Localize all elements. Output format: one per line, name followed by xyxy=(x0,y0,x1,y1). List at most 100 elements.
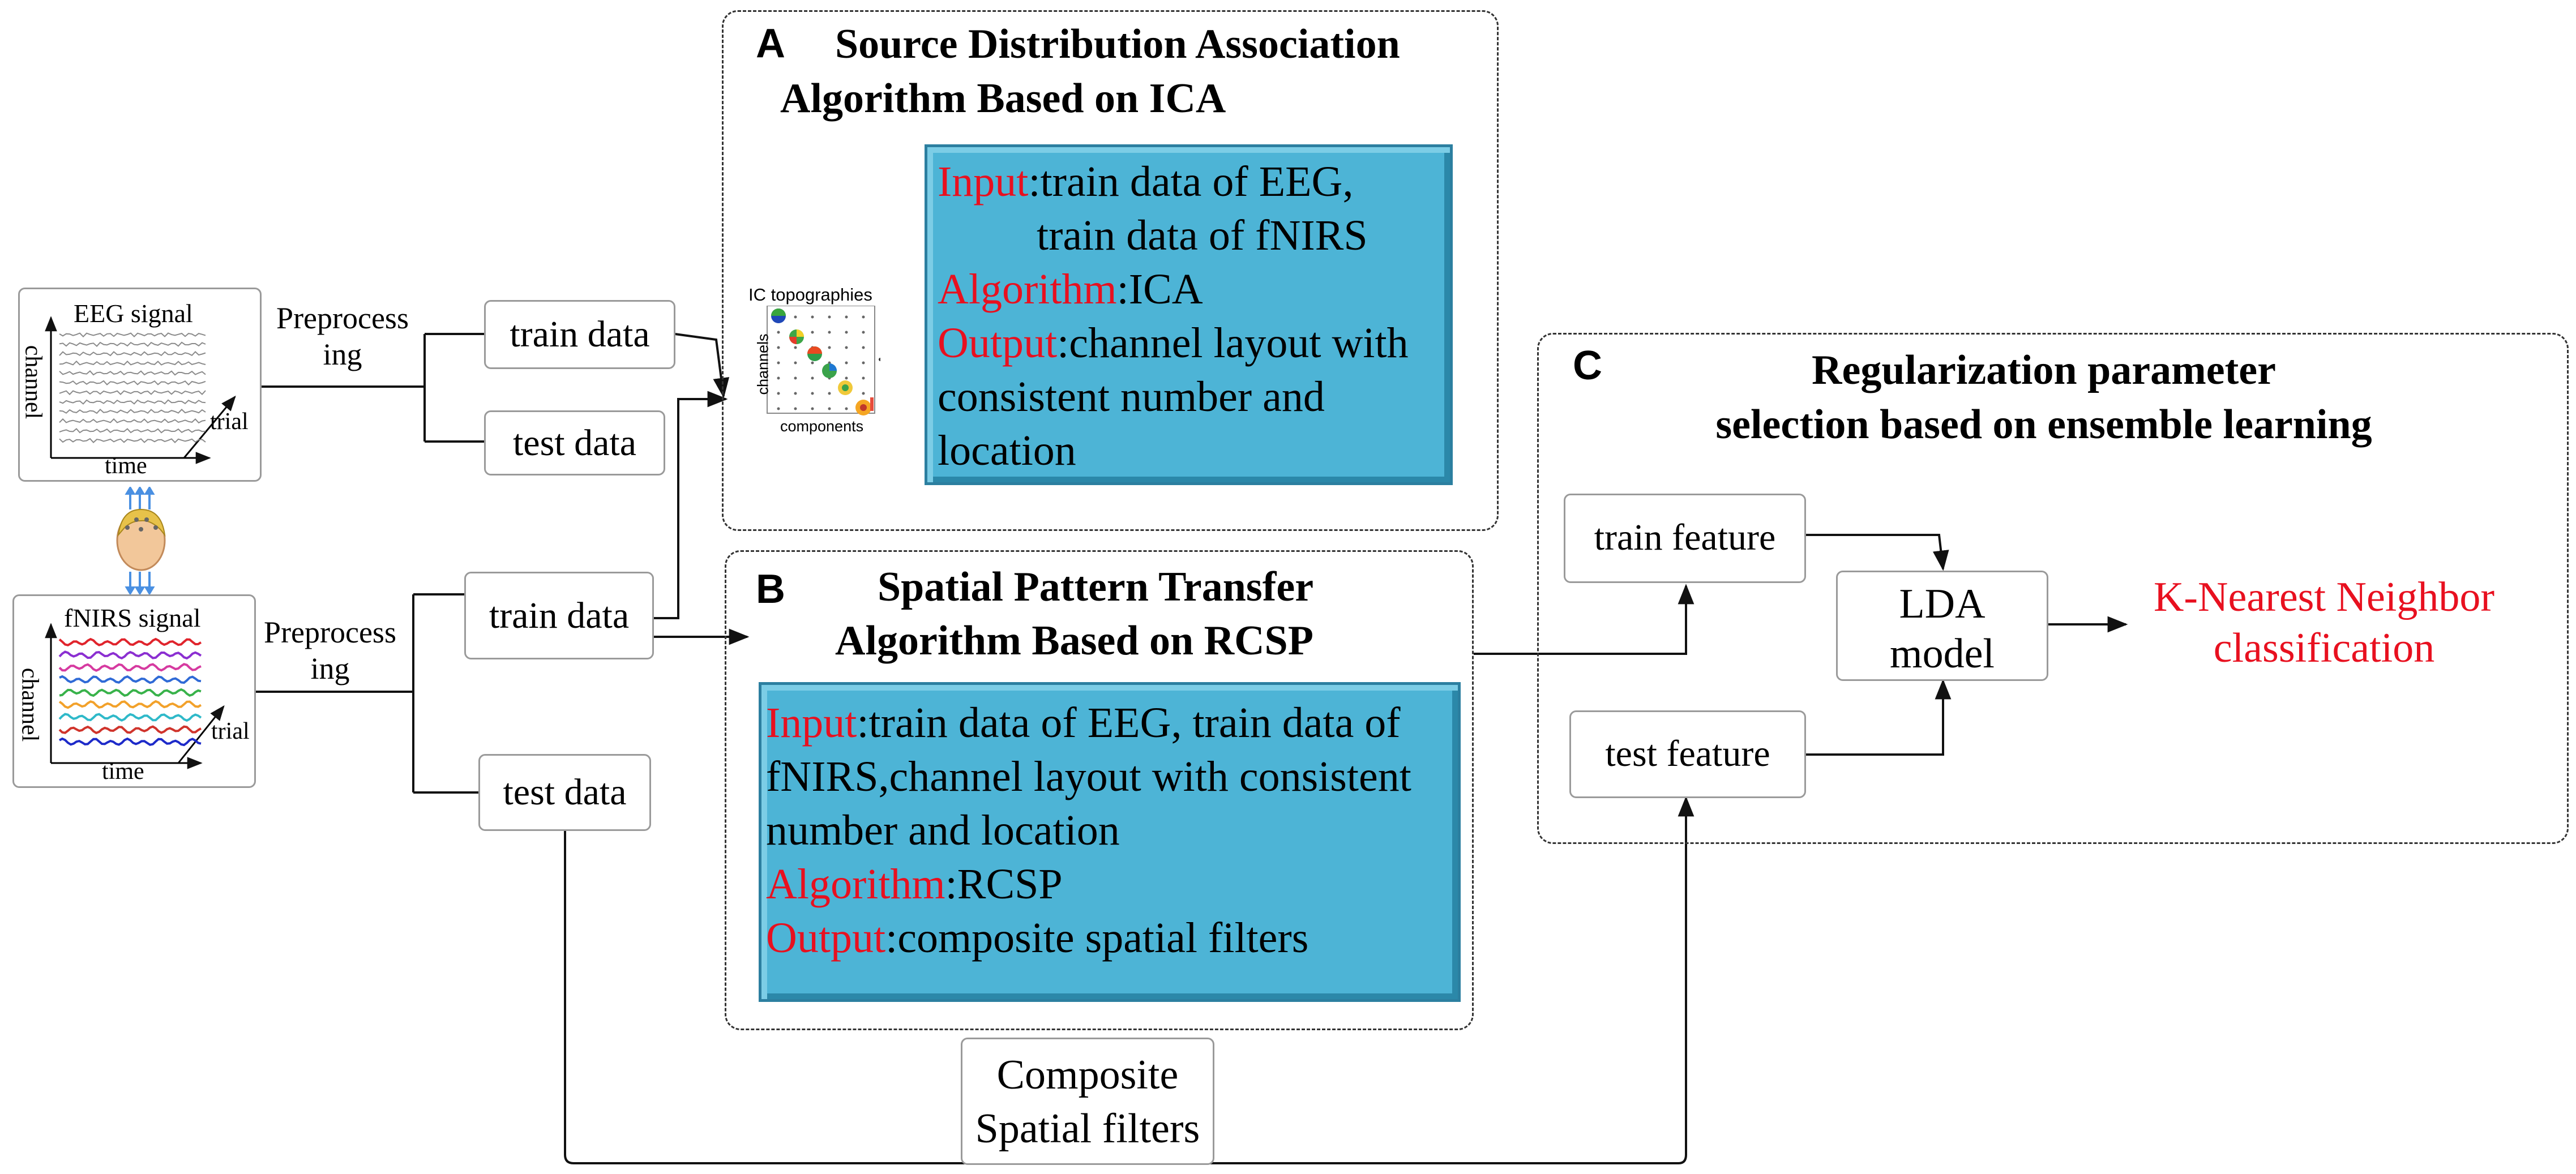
eeg-signal-title: EEG signal xyxy=(74,299,193,328)
eeg-trace xyxy=(59,428,206,434)
section-a-output-value1: :channel layout with xyxy=(1057,319,1409,367)
eeg-signal-panel: EEG signal channel time trial xyxy=(18,288,262,482)
section-a-output-label: Output xyxy=(938,319,1058,367)
ic-grid-dot xyxy=(828,392,831,395)
section-a-output-value2: consistent number and xyxy=(938,373,1325,421)
ic-grid-dot xyxy=(811,392,814,395)
section-b-algorithm-box: Input:train data of EEG, train data of f… xyxy=(759,682,1461,1002)
section-a-output-value3: location xyxy=(938,427,1076,474)
ic-grid-dot xyxy=(862,376,865,380)
fnirs-preprocess-line2: ing xyxy=(310,652,350,685)
fnirs-trace xyxy=(59,675,202,684)
ic-components-axis-label: components xyxy=(780,418,864,435)
eeg-waveform-plot xyxy=(45,316,236,464)
fnirs-channel-axis-label: channel xyxy=(16,667,43,742)
test-feature-label: test feature xyxy=(1605,733,1770,774)
fnirs-train-data-label: train data xyxy=(489,595,630,636)
ic-channels-axis-label: channels xyxy=(754,333,772,395)
section-b-output-row: Output:composite spatial filters xyxy=(766,911,1411,965)
section-a-algorithm-box: Input:train data of EEG, train data of f… xyxy=(925,144,1453,485)
ic-grid-dot xyxy=(845,376,848,380)
ic-grid-dot xyxy=(828,315,831,319)
section-b-input-value2: fNIRS,channel layout with consistent xyxy=(766,753,1411,800)
fnirs-test-data-box: test data xyxy=(478,754,651,831)
section-a-algorithm-text: Input:train data of EEG, train data of f… xyxy=(938,155,1409,478)
composite-spatial-filters-box: Composite Spatial filters xyxy=(961,1038,1214,1165)
ic-grid-dot xyxy=(828,331,831,334)
section-a-title-line2: Algorithm Based on ICA xyxy=(780,75,1226,122)
section-b-output-value: :composite spatial filters xyxy=(885,914,1309,962)
eeg-test-data-box: test data xyxy=(484,410,665,475)
eeg-trial-axis-label: trial xyxy=(210,409,249,435)
eeg-channel-axis-label: channel xyxy=(20,345,46,419)
fnirs-signal-title: fNIRS signal xyxy=(64,603,201,632)
ic-grid-dot xyxy=(862,346,865,349)
composite-filters-line1: Composite xyxy=(996,1052,1179,1098)
section-c-letter: C xyxy=(1573,343,1602,388)
section-b-input-value3: number and location xyxy=(766,807,1120,854)
train-feature-label: train feature xyxy=(1594,517,1776,558)
ic-grid-dot xyxy=(794,346,797,349)
eeg-preprocess-line2: ing xyxy=(323,337,362,371)
ic-grid-dot xyxy=(828,346,831,349)
eeg-preprocess-line1: Preprocess xyxy=(276,301,409,335)
ic-grid-dot xyxy=(777,392,780,395)
ic-grid-dot xyxy=(811,407,814,410)
ic-grid-dot xyxy=(862,331,865,334)
section-b-algorithm-text: Input:train data of EEG, train data of f… xyxy=(766,696,1411,965)
section-c-title-line2: selection based on ensemble learning xyxy=(1715,401,2372,448)
fnirs-trace xyxy=(59,737,202,747)
fnirs-trace xyxy=(58,650,202,660)
eeg-trace xyxy=(59,350,206,357)
test-feature-box: test feature xyxy=(1569,710,1806,798)
ic-grid-dot xyxy=(845,331,848,334)
ic-grid-dot xyxy=(862,315,865,319)
fnirs-trace xyxy=(58,663,202,672)
ic-grid-dot xyxy=(811,376,814,380)
ic-grid-dot xyxy=(862,392,865,395)
eeg-trace xyxy=(59,418,206,424)
knn-result-line1: K-Nearest Neighbor xyxy=(2153,574,2495,620)
lda-model-line1: LDA xyxy=(1899,581,1986,627)
fnirs-time-axis-label: time xyxy=(102,759,144,785)
section-b-letter: B xyxy=(756,567,785,612)
ic-grid-dot xyxy=(794,315,797,319)
fnirs-test-data-label: test data xyxy=(503,772,627,813)
ic-grid-dot xyxy=(811,331,814,334)
ic-grid-dot xyxy=(777,361,780,365)
fnirs-trace xyxy=(59,688,202,697)
ic-grid-dot xyxy=(777,376,780,380)
ic-grid-dot xyxy=(777,331,780,334)
section-b-algorithm-value: :RCSP xyxy=(945,860,1063,908)
fnirs-trial-axis-label: trial xyxy=(211,718,250,744)
eeg-trace xyxy=(59,390,206,396)
ic-grid-dot xyxy=(828,407,831,410)
head-electrode-icon xyxy=(116,487,166,594)
section-a-title-line1: Source Distribution Association xyxy=(835,21,1400,67)
ic-grid-dot xyxy=(777,407,780,410)
section-a-input-value1: :train data of EEG, xyxy=(1028,158,1354,205)
fnirs-trace xyxy=(58,725,202,735)
ic-grid-dot xyxy=(845,346,848,349)
section-a-output-row: Output:channel layout with xyxy=(938,316,1409,370)
ic-grid-dot xyxy=(794,361,797,365)
eeg-trace xyxy=(59,341,206,348)
section-a-algorithm-row: Algorithm:ICA xyxy=(938,263,1409,316)
ic-grid-dot xyxy=(845,315,848,319)
section-a-input-value2: train data of fNIRS xyxy=(1037,212,1368,259)
section-a-letter: A xyxy=(756,21,785,66)
eeg-trace xyxy=(59,380,206,386)
section-b-input-row: Input:train data of EEG, train data of xyxy=(766,696,1411,750)
section-b-title-line1: Spatial Pattern Transfer xyxy=(878,564,1314,610)
eeg-trace xyxy=(59,360,206,366)
fnirs-train-data-box: train data xyxy=(464,572,654,659)
section-a-input-row: Input:train data of EEG, xyxy=(938,155,1409,209)
eeg-trace xyxy=(59,370,206,376)
lda-model-line2: model xyxy=(1890,631,1995,677)
ic-topographies-title: IC topographies xyxy=(748,285,872,305)
eeg-trace xyxy=(59,332,206,338)
section-c-title-line1: Regularization parameter xyxy=(1812,347,2276,393)
ic-grid-dot xyxy=(845,361,848,365)
eeg-train-data-box: train data xyxy=(484,300,675,369)
ic-grid-dot xyxy=(862,361,865,365)
